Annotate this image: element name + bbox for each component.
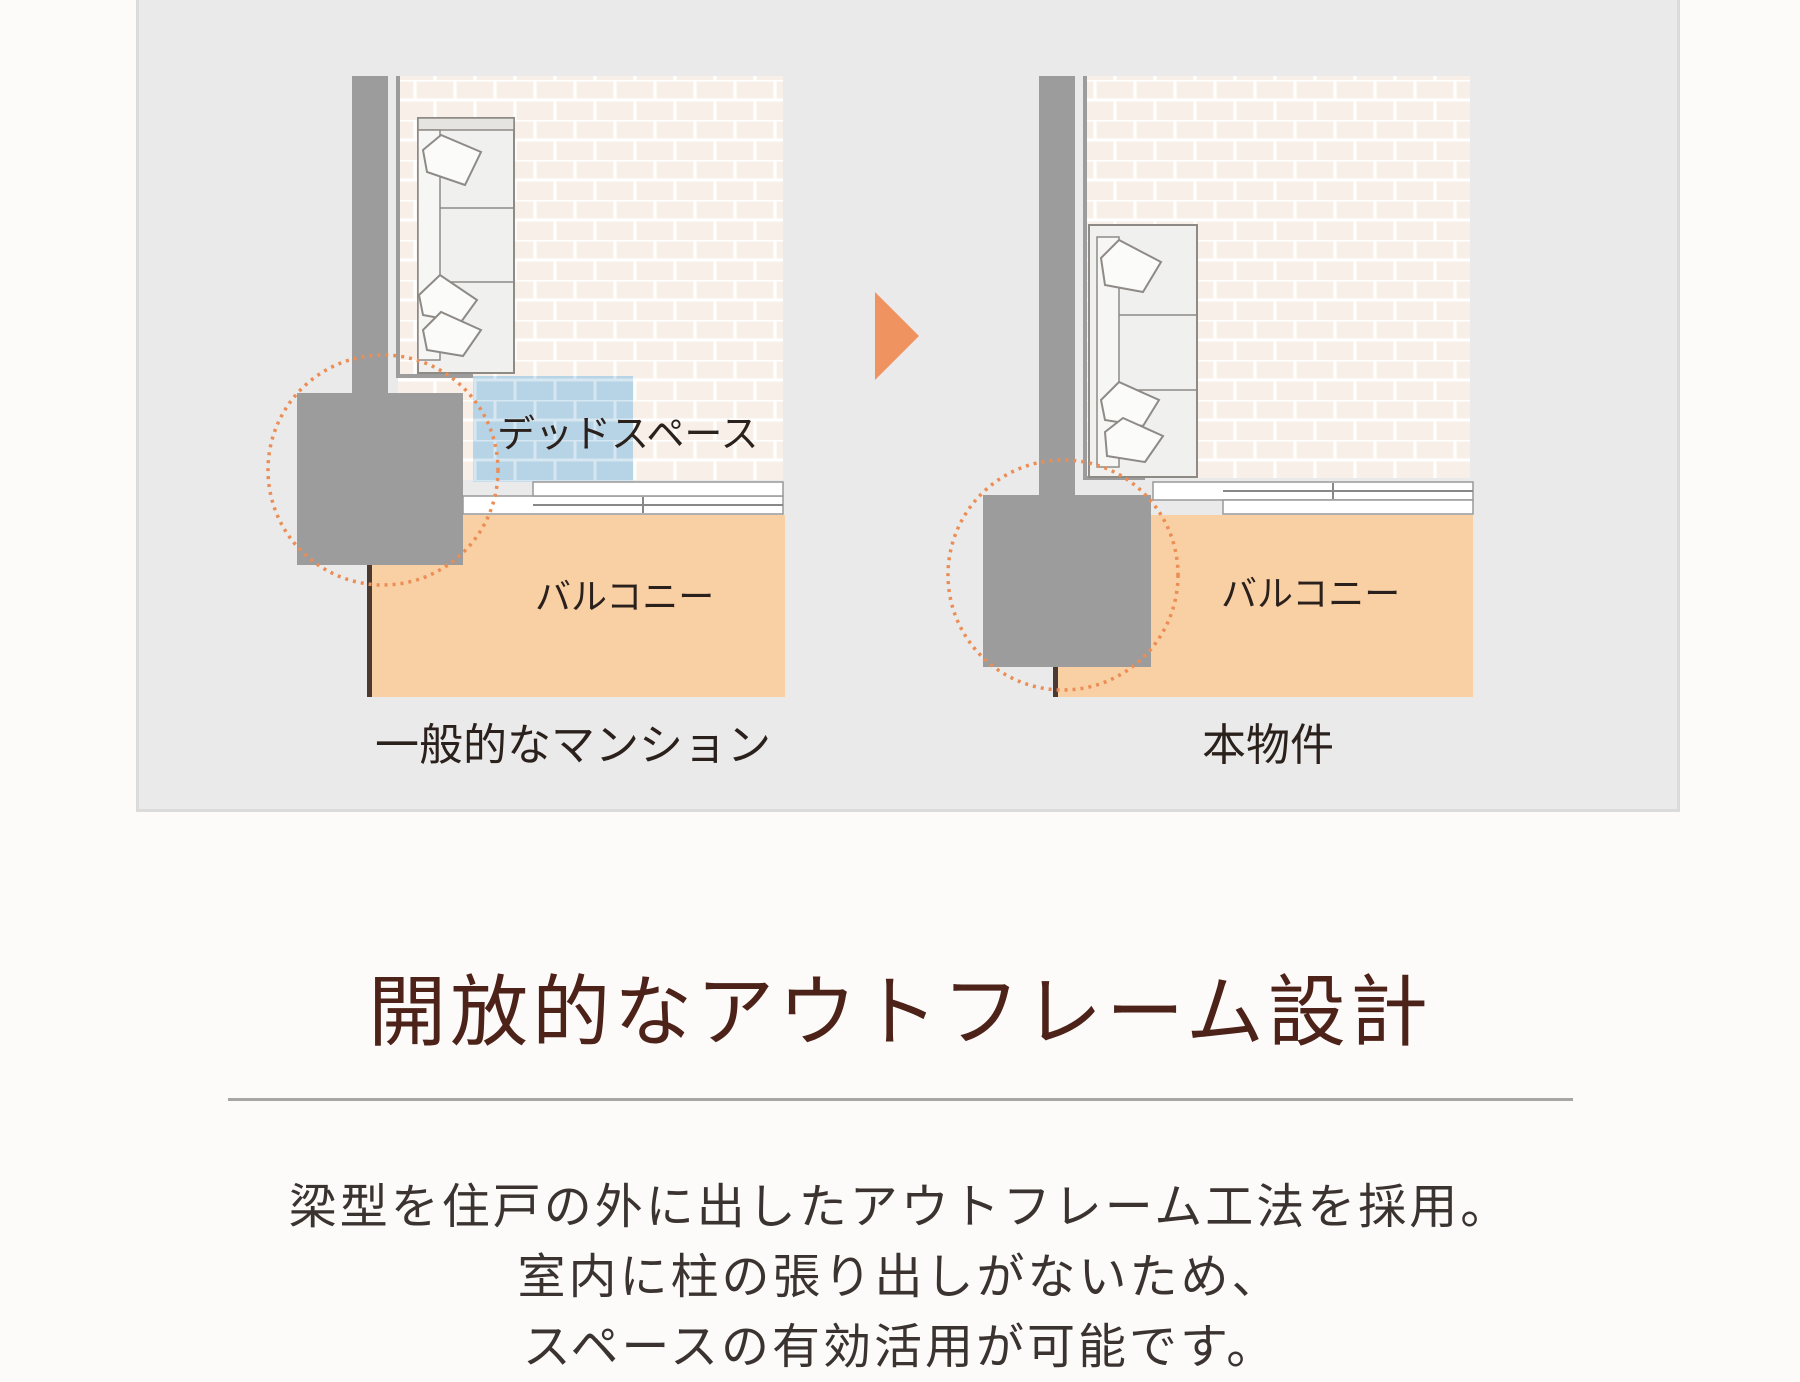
right-sofa bbox=[1088, 224, 1198, 478]
description-text: 梁型を住戸の外に出したアウトフレーム工法を採用。 室内に柱の張り出しがないため、… bbox=[0, 1172, 1800, 1382]
left-highlight-circle bbox=[266, 353, 500, 587]
right-caption: 本物件 bbox=[1202, 720, 1334, 771]
description-line: 梁型を住戸の外に出したアウトフレーム工法を採用。 bbox=[288, 1179, 1512, 1235]
heading-divider bbox=[228, 1098, 1573, 1101]
left-floor-plan: デッドスペース バルコニー 一般的なマンション bbox=[266, 76, 785, 771]
left-balcony-label: バルコニー bbox=[535, 577, 714, 618]
triangle-right-icon bbox=[875, 292, 919, 380]
right-balcony-label: バルコニー bbox=[1221, 574, 1400, 615]
left-window-sash bbox=[462, 481, 784, 515]
dead-space-label: デッドスペース bbox=[497, 412, 758, 456]
right-floor-plan: バルコニー 本物件 bbox=[946, 76, 1474, 771]
left-balcony-edge bbox=[367, 565, 372, 697]
right-window-sash bbox=[1152, 481, 1474, 515]
left-sofa bbox=[417, 117, 515, 374]
right-column bbox=[983, 495, 1151, 667]
right-balcony-edge bbox=[1053, 667, 1058, 697]
dead-space-area bbox=[473, 376, 633, 482]
left-caption: 一般的なマンション bbox=[375, 720, 771, 771]
description-line: スペースの有効活用が可能です。 bbox=[522, 1319, 1278, 1375]
left-column bbox=[297, 393, 463, 565]
right-exterior-wall bbox=[1039, 76, 1075, 500]
left-exterior-wall bbox=[352, 76, 388, 394]
section-heading: 開放的なアウトフレーム設計 bbox=[368, 968, 1432, 1058]
diagram-panel: デッドスペース バルコニー 一般的なマンション bbox=[136, 0, 1680, 812]
right-highlight-circle bbox=[946, 458, 1180, 692]
description-line: 室内に柱の張り出しがないため、 bbox=[517, 1249, 1283, 1305]
